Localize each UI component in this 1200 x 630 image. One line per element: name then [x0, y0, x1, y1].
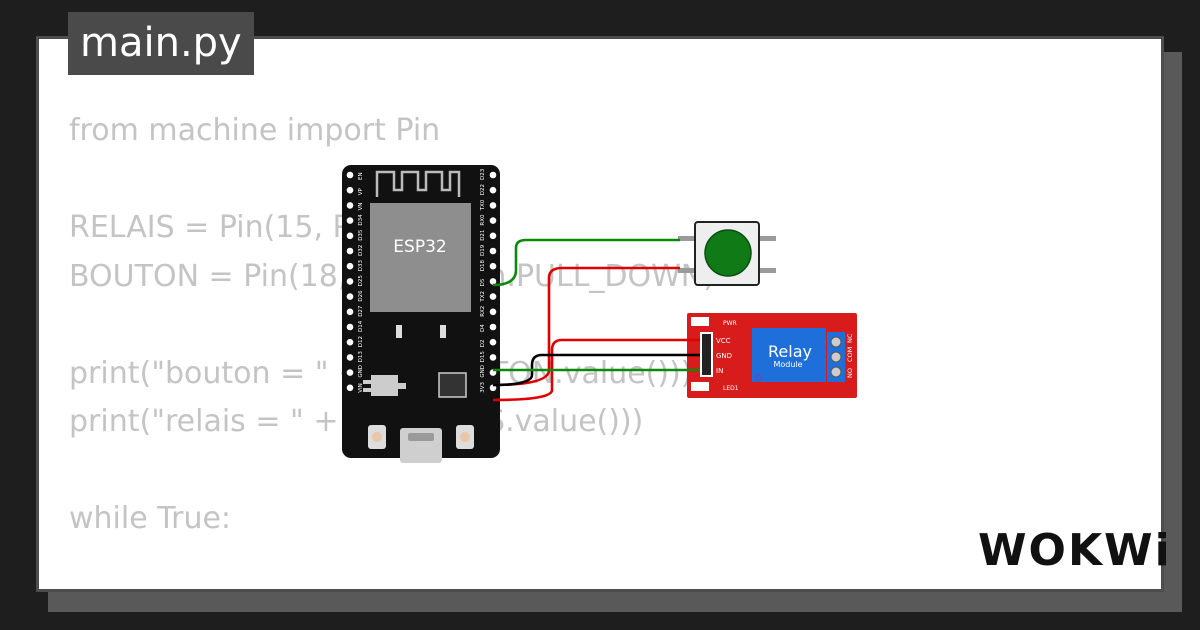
relay-pin-in: IN	[716, 367, 723, 375]
esp32-chip-label: ESP32	[393, 237, 446, 257]
code-editor: from machine import Pin RELAIS = Pin(15,…	[69, 107, 715, 589]
code-line: while True:	[69, 501, 232, 536]
esp32-pin-label: 3V3	[480, 382, 486, 393]
esp32-pin-label: TX0	[480, 199, 486, 211]
esp32-pin-hole[interactable]	[346, 186, 354, 194]
esp32-pin-label: D2	[480, 339, 486, 347]
wires[interactable]	[492, 238, 700, 402]
relay-pin-gnd: GND	[716, 352, 732, 360]
esp32-pin-label: RX0	[480, 214, 486, 226]
esp32-pin-hole[interactable]	[346, 293, 354, 300]
esp32-pin-hole[interactable]	[489, 171, 497, 179]
esp32-pin-hole[interactable]	[489, 354, 497, 361]
led1	[691, 382, 709, 391]
esp32-pin-hole[interactable]	[346, 202, 354, 209]
esp32-pin-hole[interactable]	[489, 262, 497, 270]
wire-button-signal[interactable]	[492, 238, 680, 287]
pwr-led	[691, 317, 709, 326]
esp32-board[interactable]: ESP32 ENVPVND34D35D32D33D25D26D27D14D12D…	[342, 165, 500, 463]
terminal-no: NO	[846, 368, 854, 378]
esp32-pin-label: D18	[480, 259, 486, 271]
smd-part	[440, 325, 446, 338]
wokwi-logo: WOKWi	[978, 525, 1172, 576]
esp32-chip	[370, 203, 471, 312]
push-button[interactable]	[678, 221, 776, 286]
esp32-pin-label: D12	[358, 336, 364, 347]
esp32-pin-hole[interactable]	[346, 323, 354, 331]
esp32-pin-label: D4	[480, 324, 486, 332]
wire-relay-gnd[interactable]	[492, 353, 700, 387]
voltage-regulator	[371, 375, 398, 396]
esp32-pin-label: D13	[358, 351, 364, 363]
esp32-pin-label: D25	[358, 275, 364, 287]
esp32-pin-hole[interactable]	[489, 293, 497, 300]
esp32-pin-hole[interactable]	[489, 232, 497, 240]
svg-text:LED1: LED1	[723, 385, 739, 392]
esp32-pin-hole[interactable]	[346, 369, 354, 376]
esp32-pin-hole[interactable]	[489, 278, 497, 285]
esp32-pin-label: D27	[358, 305, 364, 317]
esp32-pin-label: GND	[358, 365, 364, 378]
smd-part	[396, 325, 402, 338]
esp32-pin-hole[interactable]	[489, 323, 497, 331]
file-tab[interactable]: main.py	[68, 12, 254, 75]
esp32-pin-label: D34	[358, 214, 364, 226]
esp32-pin-label: D19	[480, 244, 486, 256]
code-card: from machine import Pin RELAIS = Pin(15,…	[36, 36, 1164, 592]
esp32-pin-label: D14	[358, 320, 364, 332]
esp32-pin-label: D15	[480, 351, 486, 363]
relay-title: Relay	[768, 342, 812, 361]
esp32-pin-hole[interactable]	[489, 186, 497, 194]
esp32-pin-hole[interactable]	[346, 217, 354, 224]
esp32-pin-hole[interactable]	[346, 338, 354, 346]
esp32-pin-hole[interactable]	[489, 217, 497, 224]
relay-subtitle: Module	[773, 360, 802, 369]
esp32-pin-hole[interactable]	[346, 232, 354, 240]
esp32-pin-hole[interactable]	[489, 308, 497, 316]
esp32-pin-label: D33	[358, 259, 364, 271]
esp32-pin-hole[interactable]	[489, 338, 497, 346]
esp32-pin-label: D23	[480, 168, 486, 180]
esp32-pin-hole[interactable]	[346, 247, 354, 255]
esp32-pin-hole[interactable]	[489, 202, 497, 209]
esp32-pin-label: RX2	[480, 306, 486, 317]
svg-text:PWR: PWR	[723, 320, 737, 327]
esp32-pin-hole[interactable]	[346, 278, 354, 285]
relay-module[interactable]: PWR LED1 VCC GND IN Relay Module NO COM …	[687, 313, 857, 398]
terminal-nc: NC	[846, 333, 854, 343]
esp32-pin-label: D32	[358, 245, 364, 256]
esp32-pin-label: D21	[480, 230, 486, 241]
esp32-pin-hole[interactable]	[489, 247, 497, 255]
esp32-pin-hole[interactable]	[346, 384, 354, 392]
button-cap[interactable]	[704, 229, 752, 277]
esp32-pin-label: D5	[480, 278, 486, 286]
esp32-pin-label: EN	[358, 172, 364, 180]
code-line: from machine import Pin	[69, 113, 441, 148]
esp32-pin-hole[interactable]	[346, 308, 354, 316]
esp32-pin-label: VP	[358, 187, 364, 195]
relay-pin-vcc: VCC	[716, 337, 731, 345]
esp32-pin-label: D22	[480, 184, 486, 195]
esp32-pin-label: VIN	[358, 383, 364, 393]
esp32-pin-hole[interactable]	[346, 354, 354, 361]
relay-body	[752, 328, 826, 382]
esp32-pin-label: D35	[358, 229, 364, 241]
terminal-com: COM	[846, 347, 854, 362]
esp32-pin-label: VN	[358, 203, 364, 211]
esp32-pin-hole[interactable]	[346, 262, 354, 270]
wire-button-3v3[interactable]	[492, 266, 680, 387]
esp32-pin-label: D26	[358, 290, 364, 302]
esp32-pin-label: GND	[480, 365, 486, 378]
esp32-pin-label: TX2	[480, 291, 486, 303]
esp32-pin-hole[interactable]	[346, 171, 354, 179]
usb-uart-chip	[438, 372, 467, 398]
